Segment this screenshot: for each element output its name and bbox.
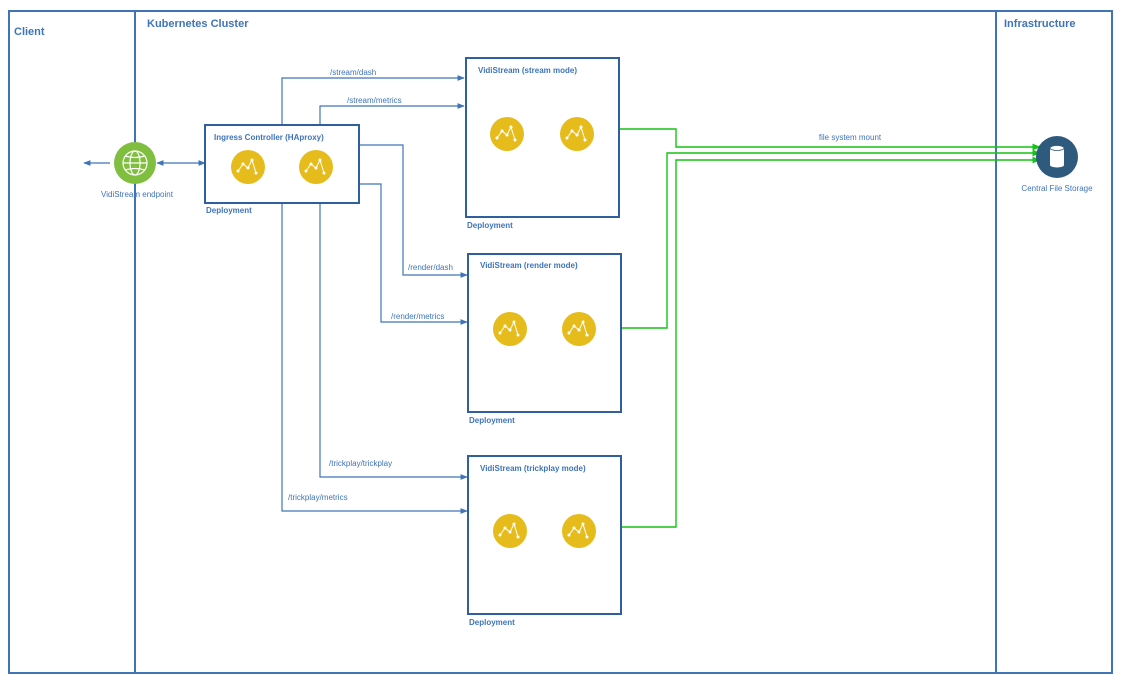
- database-icon: [1049, 145, 1065, 168]
- route-render-metrics-line: [359, 183, 468, 325]
- ingress-pod-1: [230, 149, 266, 185]
- route-stream-dash-line: [281, 75, 465, 125]
- route-trickplay-trickplay-line: [319, 203, 468, 480]
- stream-mode-title: VidiStream (stream mode): [478, 66, 577, 75]
- route-trickplay-trickplay-label: /trickplay/trickplay: [329, 459, 392, 468]
- cluster-lane-title: Kubernetes Cluster: [147, 18, 249, 30]
- route-trickplay-metrics-label: /trickplay/metrics: [288, 493, 348, 502]
- client-lane-title: Client: [14, 26, 45, 38]
- trickplay-mode-title: VidiStream (trickplay mode): [480, 464, 586, 473]
- stream-mode-box[interactable]: VidiStream (stream mode): [465, 57, 620, 218]
- infrastructure-lane-title: Infrastructure: [1004, 18, 1076, 30]
- ingress-pod-2: [298, 149, 334, 185]
- mount-label: file system mount: [819, 133, 882, 142]
- ingress-title: Ingress Controller (HAproxy): [214, 133, 324, 142]
- route-stream-metrics-line: [319, 103, 465, 125]
- infrastructure-lane: [995, 10, 1113, 674]
- endpoint-label: VidiStream endpoint: [101, 190, 174, 199]
- mount-stream-line: [620, 128, 1041, 151]
- trickplay-pod-2: [561, 513, 597, 549]
- storage-label: Central File Storage: [1021, 184, 1093, 193]
- globe-icon: [122, 150, 148, 176]
- vidistream-endpoint[interactable]: [114, 142, 156, 184]
- route-render-metrics-label: /render/metrics: [391, 312, 444, 321]
- stream-deployment-label: Deployment: [467, 221, 513, 230]
- ingress-controller-box[interactable]: Ingress Controller (HAproxy): [204, 124, 360, 204]
- client-lane: [8, 10, 136, 674]
- route-render-dash-label: /render/dash: [408, 263, 453, 272]
- trickplay-pod-1: [492, 513, 528, 549]
- route-render-dash-line: [359, 144, 468, 278]
- trickplay-mode-box[interactable]: VidiStream (trickplay mode): [467, 455, 622, 615]
- trickplay-deployment-label: Deployment: [469, 618, 515, 627]
- render-deployment-label: Deployment: [469, 416, 515, 425]
- render-mode-title: VidiStream (render mode): [480, 261, 578, 270]
- mount-trickplay-line: [622, 156, 1041, 528]
- route-trickplay-metrics-line: [281, 203, 468, 514]
- route-stream-metrics-label: /stream/metrics: [347, 96, 402, 105]
- route-stream-dash-label: /stream/dash: [330, 68, 376, 77]
- central-file-storage[interactable]: [1036, 136, 1078, 178]
- mount-render-line: [622, 149, 1041, 329]
- ingress-deployment-label: Deployment: [206, 206, 252, 215]
- render-mode-box[interactable]: VidiStream (render mode): [467, 253, 622, 413]
- stream-pod-1: [489, 116, 525, 152]
- render-pod-1: [492, 311, 528, 347]
- stream-pod-2: [559, 116, 595, 152]
- render-pod-2: [561, 311, 597, 347]
